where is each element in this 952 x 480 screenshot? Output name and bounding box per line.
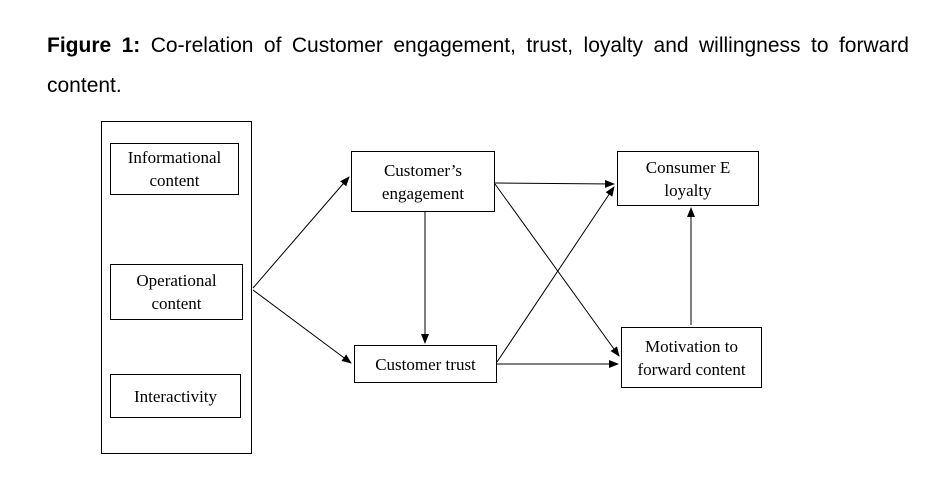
interactivity-label: Interactivity	[133, 386, 218, 406]
figure-label: Figure 1:	[47, 34, 141, 57]
motivation-to-forward-box: Motivation to forward content	[621, 327, 762, 388]
customer-trust-box: Customer trust	[354, 345, 497, 383]
arrow-engagement-to-motivation	[494, 183, 620, 357]
arrow-trust-to-loyalty	[496, 186, 615, 363]
operational-content-label: Operational content	[136, 271, 217, 313]
arrow-engagement-to-loyalty	[494, 179, 615, 188]
arrow-antecedents-to-trust	[252, 289, 352, 364]
motivation-to-forward-label: Motivation to forward content	[637, 336, 746, 379]
operational-content-box: Operational content	[110, 264, 243, 320]
consumer-e-loyalty-label: Consumer E loyalty	[645, 157, 731, 200]
customer-engagement-label: Customer’s engagement	[381, 160, 465, 203]
informational-content-box: Informational content	[110, 143, 239, 195]
customer-trust-label: Customer trust	[375, 354, 476, 374]
figure-caption: Figure 1: Co-relation of Customer engage…	[47, 26, 909, 106]
interactivity-box: Interactivity	[110, 374, 241, 418]
informational-content-label: Informational content	[127, 148, 222, 190]
arrow-antecedents-to-engagement	[252, 176, 350, 289]
customer-engagement-box: Customer’s engagement	[351, 151, 495, 212]
antecedents-group-box	[101, 121, 252, 454]
figure-caption-text: Co-relation of Customer engagement, trus…	[47, 34, 909, 97]
consumer-e-loyalty-box: Consumer E loyalty	[617, 151, 759, 206]
